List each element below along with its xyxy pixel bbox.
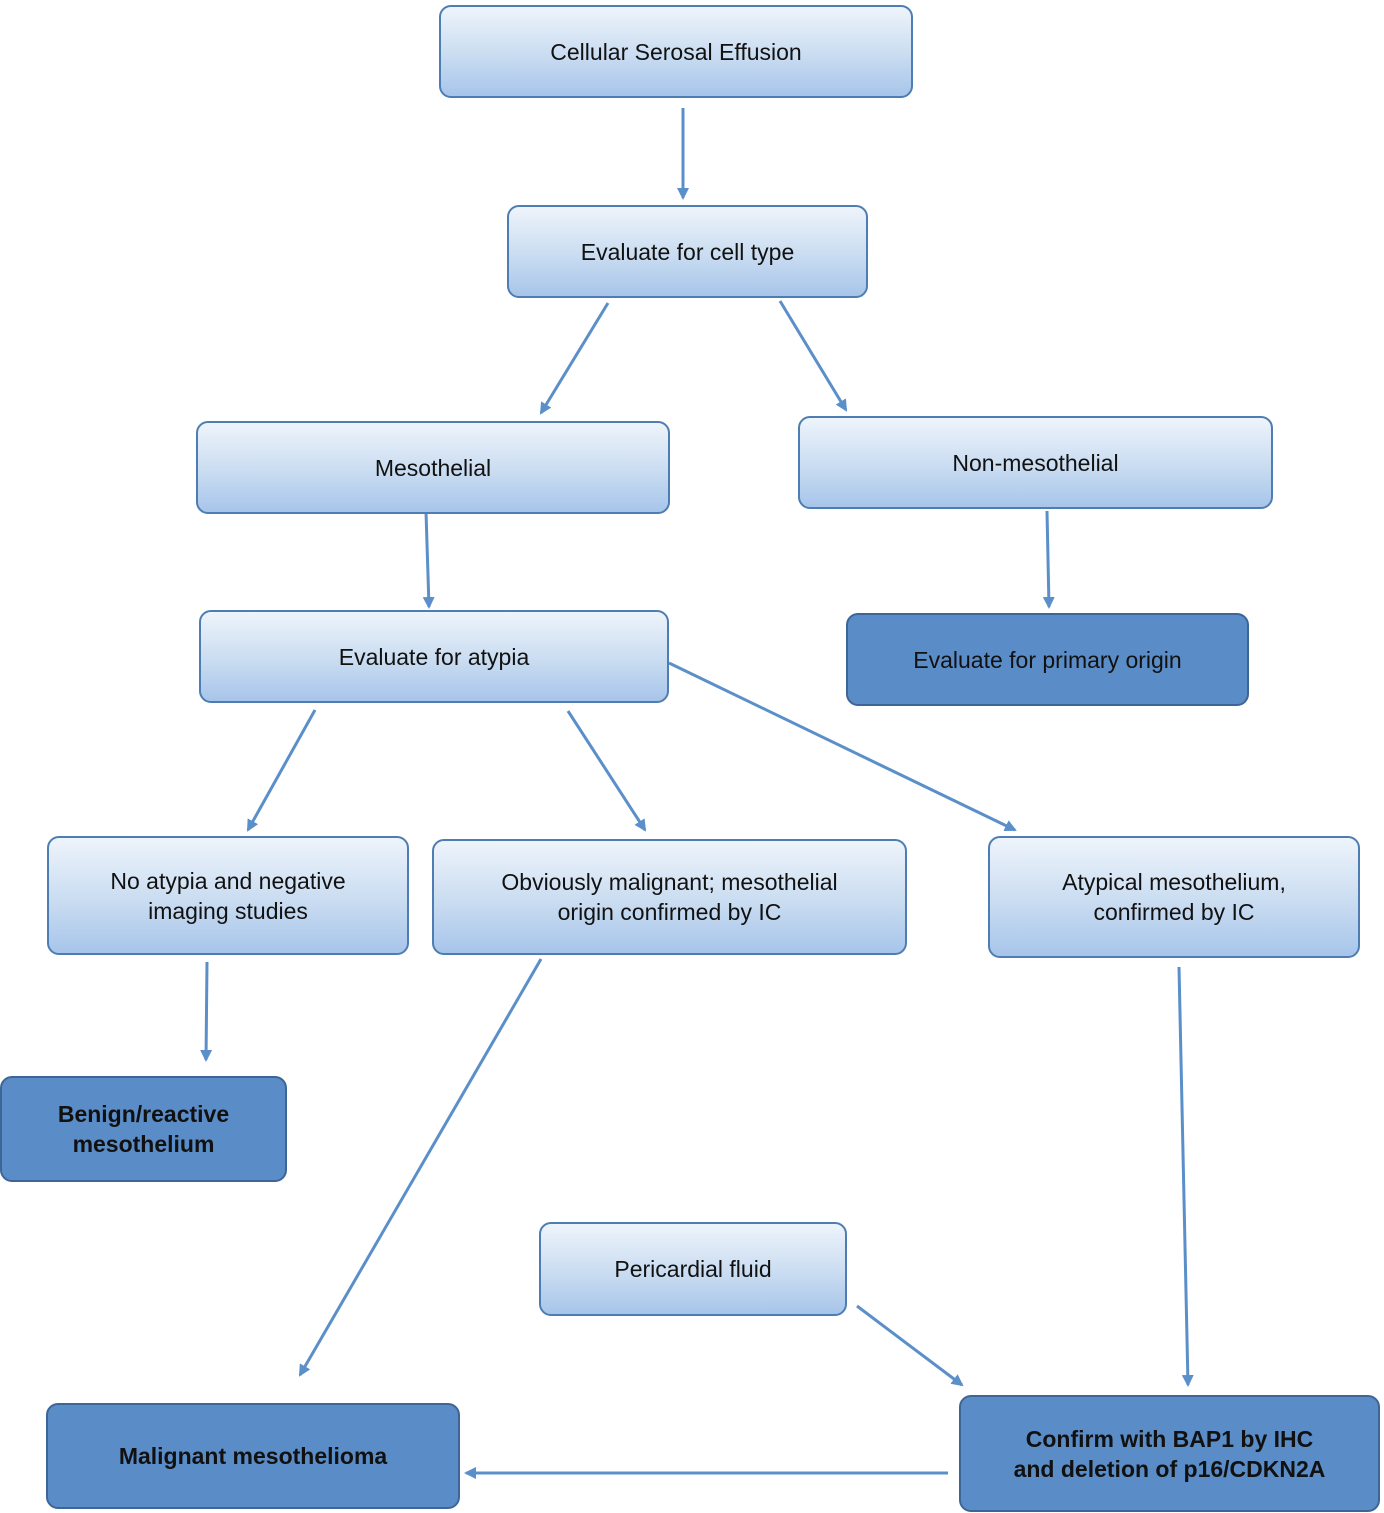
node-mesothelial: Mesothelial xyxy=(196,421,670,514)
arrow-celltype-to-nonmesothelial xyxy=(778,300,848,412)
node-malignant-mesothelioma: Malignant mesothelioma xyxy=(46,1403,460,1509)
node-no-atypia: No atypia and negative imaging studies xyxy=(47,836,409,955)
arrow-pericardial-to-confirm xyxy=(856,1304,964,1387)
node-label-line2: and deletion of p16/CDKN2A xyxy=(1013,1455,1326,1482)
node-label: Mesothelial xyxy=(374,454,492,481)
node-label: Evaluate for atypia xyxy=(338,643,530,670)
node-confirm-bap1: Confirm with BAP1 by IHC and deletion of… xyxy=(959,1395,1380,1512)
node-label-line1: Confirm with BAP1 by IHC xyxy=(1025,1425,1314,1452)
node-evaluate-atypia: Evaluate for atypia xyxy=(199,610,669,703)
node-non-mesothelial: Non-mesothelial xyxy=(798,416,1273,509)
node-cellular-serosal-effusion: Cellular Serosal Effusion xyxy=(439,5,913,98)
node-label-line2: mesothelium xyxy=(72,1131,215,1157)
arrow-mesothelial-to-atypia xyxy=(422,511,435,609)
node-label-line1: Benign/reactive xyxy=(57,1101,230,1127)
node-evaluate-cell-type: Evaluate for cell type xyxy=(507,205,868,298)
arrow-noatypia-to-benign xyxy=(200,961,213,1062)
node-label-line2: confirmed by IC xyxy=(1093,899,1255,925)
arrow-atypical-to-confirm xyxy=(1177,966,1194,1387)
node-label: Non-mesothelial xyxy=(952,449,1119,476)
node-label: Cellular Serosal Effusion xyxy=(550,38,802,65)
node-label-line1: No atypia and negative xyxy=(110,867,346,894)
arrow-atypia-to-atypical xyxy=(668,661,1017,832)
node-atypical-mesothelium: Atypical mesothelium, confirmed by IC xyxy=(988,836,1360,958)
node-label: Evaluate for cell type xyxy=(580,238,795,265)
node-label: Evaluate for primary origin xyxy=(913,646,1182,673)
node-obviously-malignant: Obviously malignant; mesothelial origin … xyxy=(432,839,907,955)
node-label-line1: Obviously malignant; mesothelial xyxy=(501,869,838,895)
node-evaluate-primary-origin: Evaluate for primary origin xyxy=(846,613,1249,706)
node-label: Pericardial fluid xyxy=(614,1256,772,1282)
node-label-line1: Atypical mesothelium, xyxy=(1062,869,1286,895)
arrow-celltype-to-mesothelial xyxy=(539,302,610,415)
node-label: Malignant mesothelioma xyxy=(118,1443,388,1469)
node-label-line2: origin confirmed by IC xyxy=(557,899,782,925)
node-pericardial-fluid: Pericardial fluid xyxy=(539,1222,847,1316)
arrow-nonmesothelial-to-origin xyxy=(1042,510,1055,609)
node-label-line2: imaging studies xyxy=(148,897,308,924)
arrow-atypia-to-noatypia xyxy=(246,709,317,832)
arrow-malignant-to-mesothelioma xyxy=(298,958,543,1377)
node-benign-reactive: Benign/reactive mesothelium xyxy=(0,1076,287,1182)
arrow-atypia-to-malignant xyxy=(566,710,647,832)
